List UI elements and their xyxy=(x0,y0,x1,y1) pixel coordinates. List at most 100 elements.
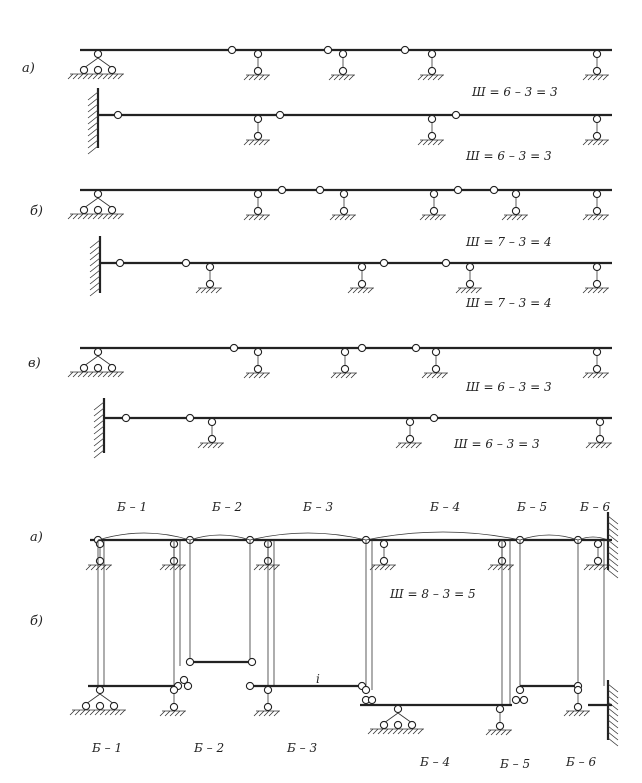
ground-hatch xyxy=(436,372,443,379)
ground-hatch xyxy=(367,287,374,294)
ground-hatch xyxy=(410,442,417,449)
ground-hatch xyxy=(352,287,359,294)
hinge-icon xyxy=(115,258,125,268)
ground-hatch xyxy=(109,709,116,716)
hinge-icon xyxy=(427,114,437,124)
hinge-icon xyxy=(229,343,239,353)
ground-hatch xyxy=(597,214,604,221)
hinge-icon xyxy=(93,205,103,215)
ground-hatch xyxy=(215,287,222,294)
hinge-icon xyxy=(253,131,263,141)
hinge-icon xyxy=(340,347,350,357)
wall-hatch xyxy=(89,281,101,291)
ground-hatch xyxy=(263,710,270,717)
ground-hatch xyxy=(470,287,477,294)
ground-hatch xyxy=(592,74,599,81)
ground-hatch xyxy=(437,74,444,81)
ground-hatch xyxy=(205,287,212,294)
ground-hatch xyxy=(174,564,181,571)
hinge-icon xyxy=(451,110,461,120)
ground-hatch xyxy=(89,709,96,716)
ground-hatch xyxy=(460,287,467,294)
wall-hatch xyxy=(87,127,99,137)
ground-hatch xyxy=(573,710,580,717)
ground-hatch xyxy=(369,564,376,571)
ground-hatch xyxy=(164,564,171,571)
ground-hatch xyxy=(349,214,356,221)
beam-name-top-1: Б – 1 xyxy=(116,500,147,514)
hinge-icon xyxy=(247,657,257,667)
ground-hatch xyxy=(387,728,394,735)
ground-hatch xyxy=(258,214,265,221)
hinge-icon xyxy=(411,343,421,353)
ground-hatch xyxy=(248,372,255,379)
ground-hatch xyxy=(169,710,176,717)
ground-hatch xyxy=(598,564,605,571)
ground-hatch xyxy=(521,214,528,221)
formula-7: Ш = 8 – 3 = 5 xyxy=(389,587,476,601)
ground-hatch xyxy=(382,728,389,735)
ground-hatch xyxy=(263,139,270,146)
wall-hatch xyxy=(93,449,105,459)
ground-hatch xyxy=(197,442,204,449)
wall-hatch xyxy=(93,431,105,441)
ground-hatch xyxy=(119,709,126,716)
ground-hatch xyxy=(372,728,379,735)
ground-hatch xyxy=(97,213,104,220)
wall-hatch xyxy=(89,245,101,255)
wall-hatch xyxy=(93,437,105,447)
wall-hatch xyxy=(93,413,105,423)
hinge-icon xyxy=(592,279,602,289)
hinge-icon xyxy=(207,417,217,427)
ground-hatch xyxy=(99,709,106,716)
wall-hatch xyxy=(87,145,99,155)
wall-hatch xyxy=(607,521,619,531)
wall-hatch xyxy=(607,713,619,723)
ground-hatch xyxy=(597,74,604,81)
ground-hatch xyxy=(95,564,102,571)
ground-hatch xyxy=(595,442,602,449)
ground-hatch xyxy=(94,709,101,716)
wall-hatch xyxy=(607,563,619,573)
ground-hatch xyxy=(117,213,124,220)
support-leg xyxy=(97,355,113,367)
ground-hatch xyxy=(424,214,431,221)
support-leg xyxy=(83,355,99,367)
hinge-icon xyxy=(338,49,348,59)
ground-hatch xyxy=(432,74,439,81)
hinge-icon xyxy=(107,65,117,75)
hinge-icon xyxy=(511,206,521,216)
wall-hatch xyxy=(607,707,619,717)
ground-hatch xyxy=(432,139,439,146)
hinge-icon xyxy=(81,701,91,711)
hinge-icon xyxy=(573,685,583,695)
hinge-icon xyxy=(253,364,263,374)
beam-name-bottom-4: Б – 4 xyxy=(419,755,450,769)
formula-6: Ш = 6 – 3 = 3 xyxy=(453,437,540,451)
ground-hatch xyxy=(417,728,424,735)
hinge-icon xyxy=(253,347,263,357)
ground-hatch xyxy=(72,73,79,80)
ground-hatch xyxy=(248,74,255,81)
ground-hatch xyxy=(419,214,426,221)
ground-hatch xyxy=(74,709,81,716)
beam-name-bottom-3: Б – 3 xyxy=(286,741,317,755)
ground-hatch xyxy=(563,710,570,717)
ground-hatch xyxy=(253,564,260,571)
ground-hatch xyxy=(602,372,609,379)
wall-hatch xyxy=(607,539,619,549)
ground-hatch xyxy=(263,74,270,81)
hinge-icon xyxy=(95,685,105,695)
wall-hatch xyxy=(93,419,105,429)
hinge-icon xyxy=(357,343,367,353)
ground-hatch xyxy=(159,564,166,571)
ground-hatch xyxy=(384,564,391,571)
ground-hatch xyxy=(592,214,599,221)
ground-hatch xyxy=(426,372,433,379)
hinge-icon xyxy=(465,279,475,289)
ground-hatch xyxy=(441,372,448,379)
ground-hatch xyxy=(72,213,79,220)
ground-hatch xyxy=(583,564,590,571)
beam-span-arc xyxy=(189,534,251,541)
hinge-icon xyxy=(495,721,505,731)
